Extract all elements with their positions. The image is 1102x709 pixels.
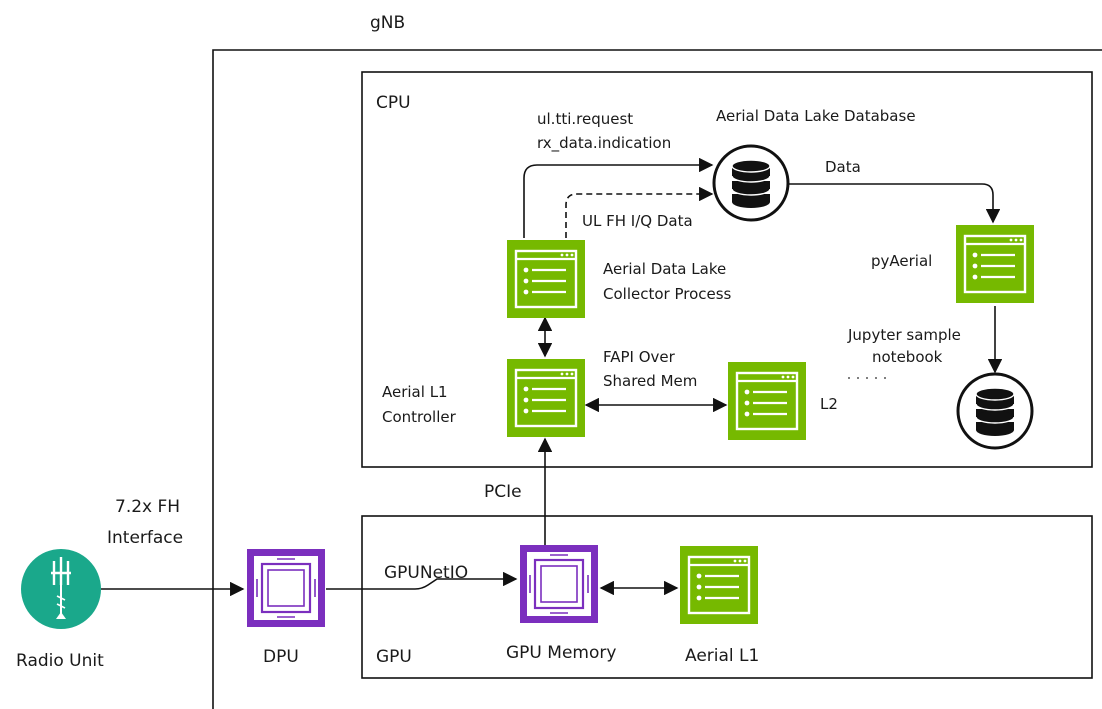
- radio-unit-label: Radio Unit: [16, 651, 104, 671]
- ul-fh-label: UL FH I/Q Data: [582, 212, 693, 230]
- gpunetio-label: GPUNetIO: [384, 563, 468, 583]
- notebook-database-icon: [956, 372, 1034, 450]
- fh-interface-label-2: Interface: [107, 528, 183, 548]
- dpu-label: DPU: [263, 647, 299, 667]
- dpu-chip-icon: [245, 547, 327, 629]
- gnb-box: [212, 49, 1102, 709]
- collector-window-icon: [505, 238, 587, 320]
- gnb-label: gNB: [370, 13, 405, 33]
- collector-label-1: Aerial Data Lake: [603, 260, 726, 278]
- messages-arrow: [523, 157, 714, 238]
- message-label-2: rx_data.indication: [537, 134, 671, 153]
- pyaerial-window-icon: [954, 223, 1036, 305]
- l1-controller-label-2: Controller: [382, 408, 457, 426]
- gpunetio-arrow: [326, 571, 518, 590]
- gpu-label: GPU: [376, 647, 412, 667]
- data-arrow: [789, 183, 1001, 224]
- cpu-label: CPU: [376, 93, 411, 113]
- pcie-label: PCIe: [484, 482, 522, 502]
- l1-controller-label-1: Aerial L1: [382, 383, 448, 401]
- jupyter-label-1: Jupyter sample: [847, 326, 961, 344]
- database-label: Aerial Data Lake Database: [716, 107, 916, 125]
- database-icon: [712, 144, 790, 222]
- fapi-label-1: FAPI Over: [603, 348, 676, 366]
- cpu-box: [361, 71, 1093, 468]
- ul-fh-arrow: [565, 186, 714, 238]
- radio-unit-icon: [21, 549, 101, 629]
- aerial-l1-window-icon: [678, 544, 760, 626]
- gpu-memory-chip-icon: [518, 543, 600, 625]
- fh-interface-label-1: 7.2x FH: [115, 497, 180, 517]
- l2-window-icon: [726, 360, 808, 442]
- l2-label: L2: [820, 395, 838, 413]
- aerial-l1-label: Aerial L1: [685, 646, 759, 666]
- data-label: Data: [825, 158, 861, 176]
- collector-label-2: Collector Process: [603, 285, 732, 303]
- gpu-memory-label: GPU Memory: [506, 643, 616, 663]
- jupyter-label-2: notebook: [872, 348, 943, 366]
- pyaerial-label: pyAerial: [871, 252, 932, 270]
- fapi-label-2: Shared Mem: [603, 372, 697, 390]
- l1-controller-window-icon: [505, 357, 587, 439]
- gpu-box: [361, 515, 1093, 679]
- message-label-1: ul.tti.request: [537, 110, 633, 128]
